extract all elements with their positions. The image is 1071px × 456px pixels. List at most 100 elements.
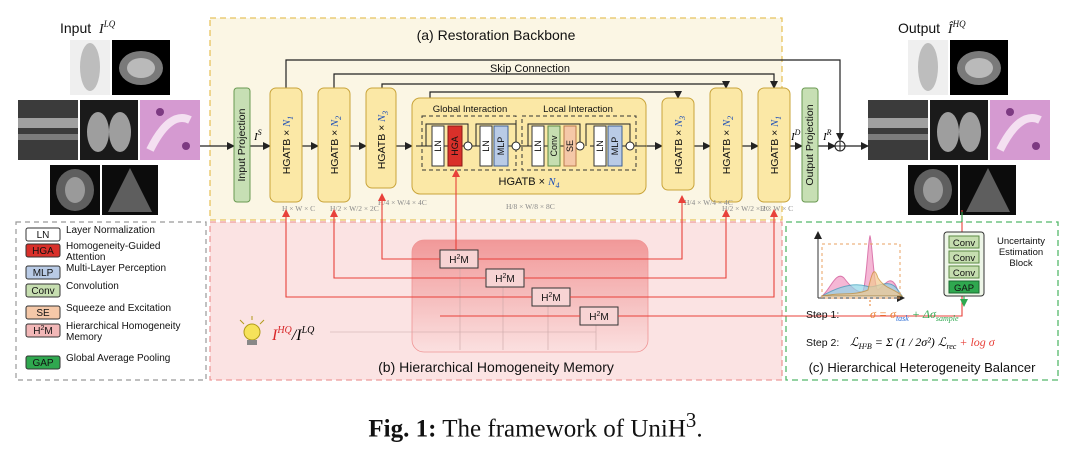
legend-swatch-h2m <box>25 323 61 338</box>
figure-caption: Fig. 1: The framework of UniH3. <box>368 408 703 443</box>
add-op <box>463 141 473 151</box>
svg-text:LN: LN <box>533 140 543 152</box>
hgatb-decoder-3: HGATB × N3 <box>661 97 695 191</box>
ln-block <box>479 125 493 167</box>
mlp-block <box>607 125 623 167</box>
svg-text:H2M: H2M <box>449 254 468 266</box>
legend-key: H2M <box>33 325 52 337</box>
legend-swatch-gap <box>25 355 61 370</box>
step-2: Step 2: <box>806 337 839 349</box>
svg-text:Conv: Conv <box>953 238 975 249</box>
legend-description: Convolution <box>66 281 119 292</box>
legend-key: SE <box>36 308 50 319</box>
backbone-title: (a) Restoration Backbone <box>417 27 576 43</box>
ln-block <box>593 125 607 167</box>
svg-text:SE: SE <box>565 140 575 152</box>
h2m-node-4: H2M <box>579 306 619 326</box>
hgatb-encoder-3: HGATB × N3 <box>365 87 397 189</box>
ln-block <box>531 125 545 167</box>
multiply-op <box>575 141 585 151</box>
ueb-label: Uncertainty Estimation Block <box>997 236 1045 269</box>
svg-text:HGATB × N3: HGATB × N3 <box>376 111 390 169</box>
main-flow <box>200 59 869 150</box>
legend-key: Conv <box>31 286 54 297</box>
legend-key: HGA <box>32 246 54 257</box>
is-label: IS <box>253 128 262 143</box>
svg-text:MLP: MLP <box>496 137 506 156</box>
legend-description: Layer Normalization <box>66 225 155 236</box>
legend-description: Global Average Pooling <box>66 353 170 364</box>
svg-text:LN: LN <box>433 140 443 152</box>
framework-diagram: (a) Restoration Backbone (b) Hierarchica… <box>15 17 1059 381</box>
h2m-node-2: H2M <box>485 268 525 288</box>
ln-block <box>431 125 445 167</box>
output-projection <box>801 87 819 203</box>
sigma-equation: σ = σtask+ Δσsample <box>870 307 959 323</box>
svg-text:HGATB × N3: HGATB × N3 <box>673 116 687 174</box>
hgatb-decoder-1: HGATB × N1 <box>757 87 791 203</box>
balancer-title: (c) Hierarchical Heterogeneity Balancer <box>809 360 1037 375</box>
legend-swatch-ln <box>25 227 61 242</box>
se-block <box>563 125 577 167</box>
svg-text:GAP: GAP <box>954 283 974 294</box>
svg-text:Global Interaction: Global Interaction <box>433 104 507 115</box>
hgatb-encoder-1: HGATB × N1 <box>269 87 303 203</box>
step-1: Step 1: <box>806 309 839 321</box>
svg-text:Conv: Conv <box>953 253 975 264</box>
svg-text:HGATB × N1: HGATB × N1 <box>281 116 295 174</box>
dim-label-3b: H/4 × W/4 × 4C <box>684 198 733 207</box>
add-op <box>625 141 635 151</box>
hga-block <box>447 125 463 167</box>
svg-text:HGA: HGA <box>450 136 460 156</box>
loss-distribution-plot <box>814 231 905 306</box>
id-label: ID <box>790 128 801 143</box>
legend-key: GAP <box>32 358 53 369</box>
skip-connection-label: Skip Connection <box>490 63 570 75</box>
legend-swatch-mlp <box>25 265 61 280</box>
svg-text:Conv: Conv <box>549 135 559 157</box>
add-op <box>511 141 521 151</box>
legend-swatch-conv <box>25 283 61 298</box>
uncertainty-estimation-block: Conv Conv Conv GAP <box>943 231 985 297</box>
dim-label-1: H × W × C <box>282 204 315 213</box>
loss-equation: ℒH²B= Σ (1 / 2σ²) ℒrec+ log σ <box>850 335 996 351</box>
svg-text:H2M: H2M <box>495 273 514 285</box>
h2m-node-3: H2M <box>531 287 571 307</box>
memory-grid <box>330 268 597 350</box>
dim-label-2b: H/2 × W/2 × 2C <box>722 204 771 213</box>
svg-text:HGATB × N2: HGATB × N2 <box>329 116 343 174</box>
legend-key: LN <box>37 230 50 241</box>
hgatb-decoder-2: HGATB × N2 <box>709 87 743 203</box>
svg-text:LN: LN <box>481 140 491 152</box>
bulb-icon <box>239 316 265 345</box>
hq-lq-label: IHQ/ILQ <box>271 325 315 344</box>
svg-text:LN: LN <box>595 140 605 152</box>
legend-description: Squeeze and Excitation <box>66 303 171 314</box>
dim-label-2: H/2 × W/2 × 2C <box>330 204 379 213</box>
svg-text:Local Interaction: Local Interaction <box>543 104 613 115</box>
svg-text:Output Projection: Output Projection <box>804 104 816 185</box>
input-projection <box>233 87 251 203</box>
svg-text:H2M: H2M <box>589 311 608 323</box>
svg-text:HGATB × N4: HGATB × N4 <box>499 176 560 190</box>
dim-label-4: H/8 × W/8 × 8C <box>506 202 555 211</box>
input-label: Input ILQ <box>60 19 116 37</box>
hgatb-encoder-2: HGATB × N2 <box>317 87 351 203</box>
svg-text:Input Projection: Input Projection <box>236 108 248 181</box>
svg-text:H2M: H2M <box>541 292 560 304</box>
mlp-block <box>493 125 509 167</box>
memory-title: (b) Hierarchical Homogeneity Memory <box>378 359 614 375</box>
output-label: Output ÎHQ <box>898 19 966 37</box>
svg-text:HGATB × N2: HGATB × N2 <box>721 116 735 174</box>
balancer-panel <box>785 221 1059 381</box>
conv-block <box>547 125 561 167</box>
legend-description: Hierarchical Homogeneity Memory <box>66 321 181 343</box>
h2m-node-1: H2M <box>439 249 479 269</box>
svg-text:MLP: MLP <box>610 137 620 156</box>
dim-label-1b: H × W × C <box>760 204 793 213</box>
legend-description: Homogeneity-Guided Attention <box>66 241 161 263</box>
legend-swatch-hga <box>25 243 61 258</box>
input-images <box>18 40 200 215</box>
